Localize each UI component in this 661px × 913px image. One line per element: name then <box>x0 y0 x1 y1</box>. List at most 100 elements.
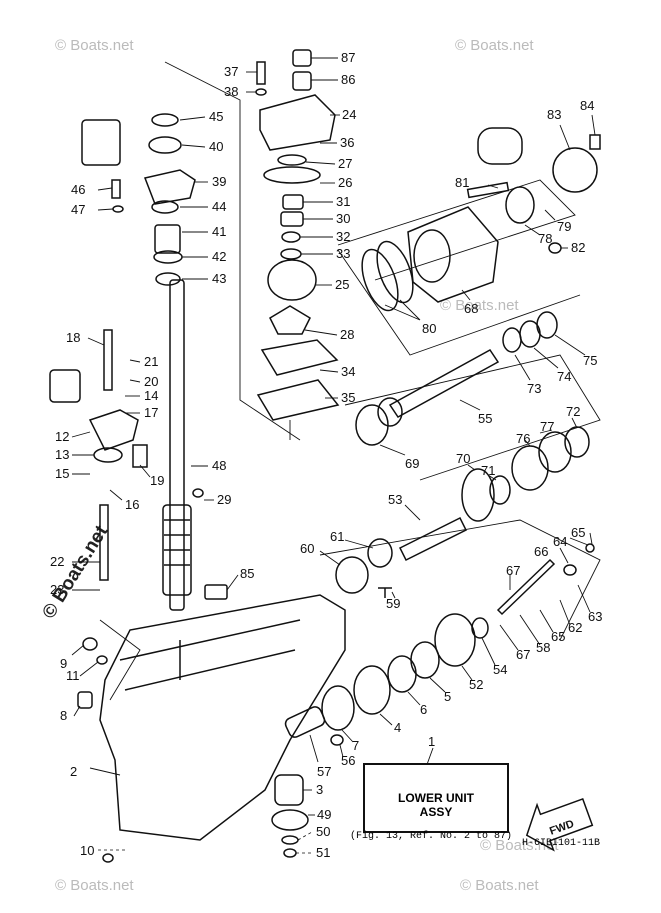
leader-lines <box>71 57 596 854</box>
part-number-labels: 45 40 39 44 41 42 43 46 47 18 21 20 14 1… <box>50 50 602 860</box>
watermark-bottom-right-2: © Boats.net <box>480 837 559 854</box>
caption-box: LOWER UNIT ASSY <box>363 763 509 833</box>
label-29: 29 <box>217 492 231 507</box>
watermark-top-left: © Boats.net <box>55 37 134 54</box>
leader-69 <box>379 444 406 456</box>
label-9: 9 <box>60 656 67 671</box>
leader-7 <box>341 729 354 743</box>
dog-clutch-53 <box>398 516 468 562</box>
label-12: 12 <box>55 429 69 444</box>
label-54: 54 <box>493 662 507 677</box>
leader-66 <box>559 547 569 564</box>
shim-77 <box>538 431 572 473</box>
leader-81 <box>487 184 499 189</box>
insert-27 <box>277 154 307 166</box>
label-34: 34 <box>341 364 355 379</box>
pin-59 <box>378 587 392 598</box>
water-pump-assembly <box>255 49 340 421</box>
label-26: 26 <box>338 175 352 190</box>
bearing-69 <box>355 404 389 446</box>
label-69: 69 <box>405 456 419 471</box>
label-68: 68 <box>464 301 478 316</box>
label-42: 42 <box>212 249 226 264</box>
fwd-arrow-shape <box>525 797 594 852</box>
magnet-85 <box>204 584 228 600</box>
label-33: 33 <box>336 246 350 261</box>
label-78: 78 <box>538 231 552 246</box>
pinion-49 <box>271 809 309 831</box>
label-40: 40 <box>209 139 223 154</box>
drive-shaft-housing-39 <box>143 169 196 205</box>
label-79: 79 <box>557 219 571 234</box>
gasket-26 <box>263 166 321 184</box>
o-ring-29 <box>192 488 204 498</box>
label-59: 59 <box>386 596 400 611</box>
leader-45 <box>179 116 206 121</box>
propeller-shaft-assembly <box>271 127 601 858</box>
housing-face <box>413 229 451 283</box>
leader-73 <box>514 354 531 381</box>
leader-28 <box>304 329 338 336</box>
gasket-44 <box>151 200 179 214</box>
leader-27 <box>305 161 336 165</box>
o-ring-13 <box>93 447 123 463</box>
leader-57 <box>309 734 319 763</box>
label-31: 31 <box>336 194 350 209</box>
label-32: 32 <box>336 229 350 244</box>
label-63: 63 <box>588 609 602 624</box>
leader-21 <box>129 359 141 363</box>
leader-4 <box>379 713 393 726</box>
washer-50 <box>281 835 299 845</box>
shaft-collar <box>377 397 403 427</box>
diagram-code: H-6IBI101-11B <box>522 838 601 849</box>
ball-65 <box>585 543 595 553</box>
nut-9 <box>82 637 98 651</box>
leader-11 <box>79 661 99 677</box>
seal-31 <box>282 194 304 210</box>
impeller-28 <box>269 305 311 335</box>
label-83: 83 <box>547 107 561 122</box>
leader-65b <box>539 609 554 633</box>
pinion-57 <box>284 706 326 738</box>
leader-75 <box>554 334 586 356</box>
leader-53 <box>404 504 421 521</box>
label-24: 24 <box>342 107 356 122</box>
label-67b: 67 <box>516 647 530 662</box>
label-65: 65 <box>571 525 585 540</box>
label-11: 11 <box>66 668 80 683</box>
label-77: 77 <box>540 419 554 434</box>
leader-71 <box>487 474 497 481</box>
label-2: 2 <box>70 764 77 779</box>
o-ring-6 <box>387 655 417 693</box>
bearing-5 <box>410 641 440 679</box>
leader-56 <box>339 744 344 758</box>
collar-86 <box>292 71 312 91</box>
label-84: 84 <box>580 98 594 113</box>
label-66: 66 <box>534 544 548 559</box>
label-86: 86 <box>341 72 355 87</box>
leader-16 <box>109 489 123 501</box>
label-60: 60 <box>300 541 314 556</box>
seal-detail-inset <box>81 119 121 166</box>
caption-title: LOWER UNIT ASSY <box>365 791 507 819</box>
water-pump-frame <box>164 61 301 441</box>
leader-20 <box>129 379 141 383</box>
leader-70 <box>467 464 476 471</box>
label-85: 85 <box>240 566 254 581</box>
label-5: 5 <box>444 689 451 704</box>
label-58: 58 <box>536 640 550 655</box>
leader-78 <box>524 224 541 236</box>
label-36: 36 <box>340 135 354 150</box>
leader-2 <box>89 767 121 776</box>
drive-shaft <box>169 279 185 611</box>
leader-9 <box>71 644 85 656</box>
label-20: 20 <box>144 374 158 389</box>
seal-30 <box>280 211 304 227</box>
leader-64 <box>569 537 589 546</box>
watermark-top-right: © Boats.net <box>455 37 534 54</box>
plug-10 <box>102 853 114 863</box>
reverse-gear-52 <box>434 613 476 667</box>
leader-19 <box>139 464 151 478</box>
leader-60 <box>319 550 341 566</box>
label-67: 67 <box>506 563 520 578</box>
